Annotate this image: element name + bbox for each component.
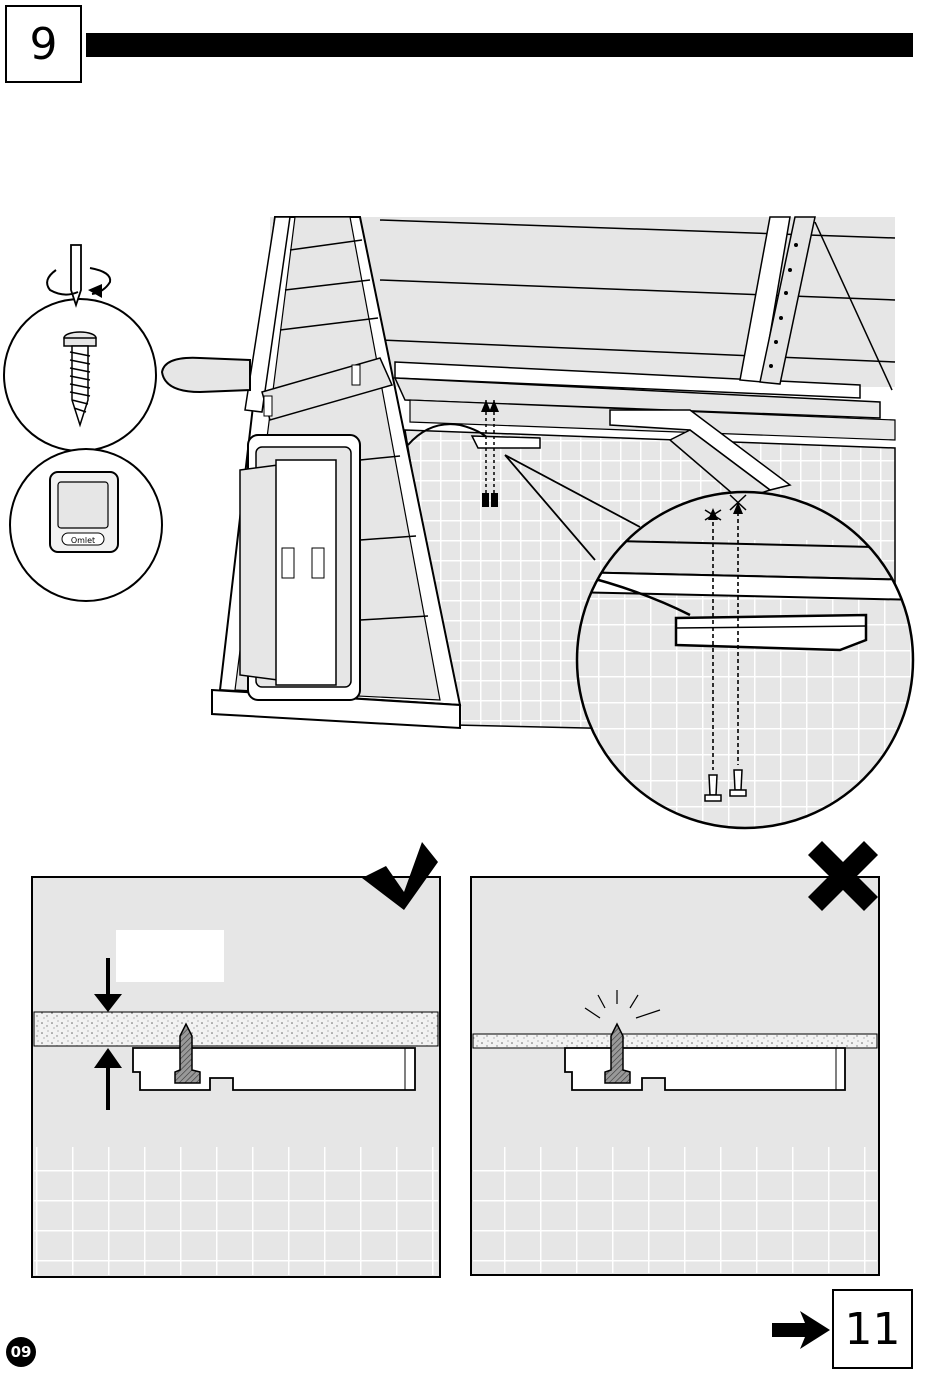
page-number: 09 [11,1343,32,1361]
correct-panel [32,877,440,1277]
next-step-box: 11 [832,1289,913,1369]
page-number-badge: 09 [6,1337,36,1367]
screw-detail [4,299,156,451]
blank-label-area [116,930,224,982]
coop-handle [162,358,250,392]
incorrect-panel [471,877,879,1275]
next-step-arrow-icon [772,1311,830,1349]
device-detail: Omlet [10,449,162,601]
next-step-number: 11 [845,1304,901,1355]
svg-text:Omlet: Omlet [71,536,95,545]
screwdriver-icon [47,245,110,305]
mounted-device [472,436,540,448]
